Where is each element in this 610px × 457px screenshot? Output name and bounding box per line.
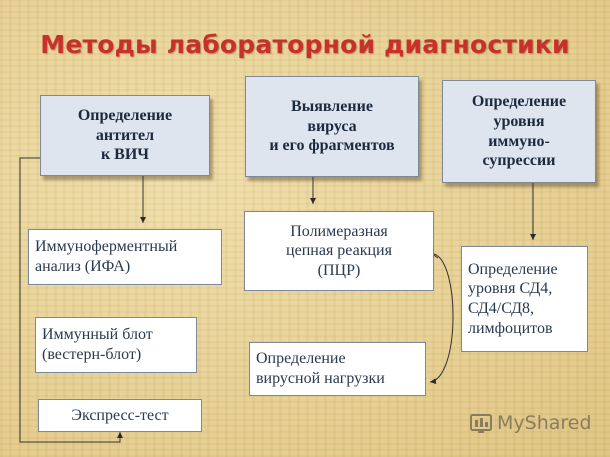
arrow-pcr-viral-load-curve xyxy=(429,253,454,385)
heading-antibodies-hiv: Определение антител к ВИЧ xyxy=(40,95,210,176)
heading-immunosuppression: Определение уровня иммуно- супрессии xyxy=(442,80,596,183)
box-ifa-label: Иммуноферментный анализ (ИФА) xyxy=(35,238,178,275)
box-ifa: Иммуноферментный анализ (ИФА) xyxy=(28,229,222,285)
heading-immunosuppression-label: Определение уровня иммуно- супрессии xyxy=(471,93,567,170)
myshared-logo: MyShared xyxy=(470,412,592,434)
myshared-logo-text: MyShared xyxy=(497,412,592,434)
slide-title: Методы лабораторной диагностики xyxy=(40,30,570,59)
box-viral-load: Определение вирусной нагрузки xyxy=(249,342,426,396)
heading-virus-detection: Выявление вируса и его фрагментов xyxy=(245,76,419,177)
heading-antibodies-hiv-label: Определение антител к ВИЧ xyxy=(77,107,173,164)
box-cd4-level-label: Определение уровня СД4, СД4/СД8, лимфоци… xyxy=(468,260,558,337)
box-cd4-level: Определение уровня СД4, СД4/СД8, лимфоци… xyxy=(461,246,588,352)
box-express-test-label: Экспресс-тест xyxy=(71,406,169,424)
box-immunoblot-label: Иммунный блот (вестерн-блот) xyxy=(42,326,153,363)
myshared-logo-icon xyxy=(470,414,492,433)
arrow-antibodies-to-express-test xyxy=(19,157,123,443)
heading-virus-detection-label: Выявление вируса и его фрагментов xyxy=(269,98,395,155)
box-viral-load-label: Определение вирусной нагрузки xyxy=(256,350,385,387)
box-pcr: Полимеразная цепная реакция (ПЦР) xyxy=(244,211,434,291)
box-immunoblot: Иммунный блот (вестерн-блот) xyxy=(35,317,197,373)
box-pcr-label: Полимеразная цепная реакция (ПЦР) xyxy=(286,222,392,279)
box-express-test: Экспресс-тест xyxy=(38,399,202,432)
